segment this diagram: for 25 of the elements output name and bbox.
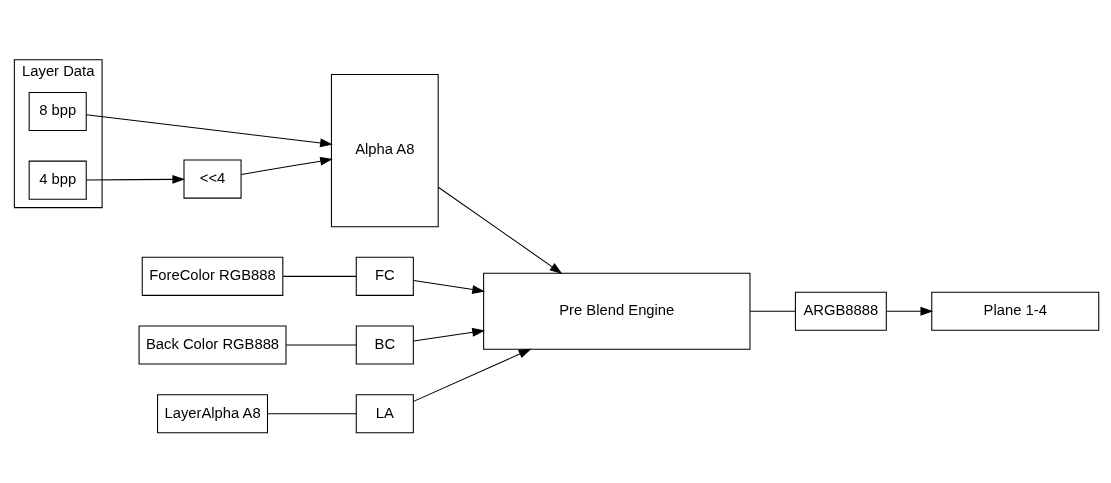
node-box: BC [355,325,414,365]
node-box: LA [355,393,414,433]
connector [749,310,796,312]
node-box: 4 bpp [28,160,87,200]
arrow [85,174,186,184]
arrow [240,156,333,175]
node-box: LayerAlpha A8 [157,393,268,433]
connector [285,344,357,346]
arrow [85,113,333,147]
arrow [886,306,934,316]
node-box: Plane 1-4 [931,291,1100,331]
node-box: ARGB8888 [794,291,887,331]
node-box: <<4 [183,159,242,199]
arrow [437,186,563,274]
connector [282,275,357,277]
node-box: ForeColor RGB888 [141,256,284,296]
arrow [413,348,532,402]
arrow [413,279,485,294]
node-box: 8 bpp [28,91,87,131]
node-box: FC [355,256,414,296]
arrow [413,327,485,341]
node-box: Pre Blend Engine [483,272,751,350]
connector [267,412,357,414]
node-box: Back Color RGB888 [138,325,287,365]
node-box: Alpha A8 [330,73,439,227]
